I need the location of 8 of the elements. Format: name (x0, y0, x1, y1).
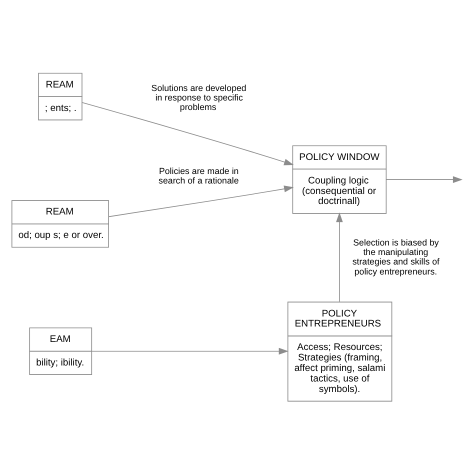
arrow (82, 102, 294, 166)
edge-label: Policies are made in search of a rationale (158, 166, 239, 186)
arrow (386, 176, 463, 183)
edge-label: Selection is biased by the manipulating strategies and skills of policy entrepreneurs. (352, 237, 440, 276)
arrow (108, 186, 294, 218)
edge-label: Solutions are developed in response to specific problems (151, 82, 246, 112)
arrow (336, 212, 343, 302)
arrow (90, 348, 288, 355)
